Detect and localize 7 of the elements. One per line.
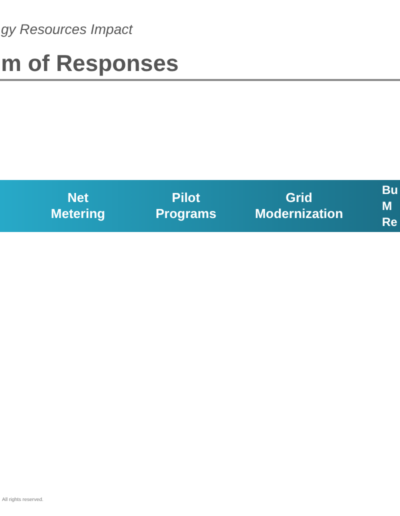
slide-title: m of Responses	[1, 50, 179, 77]
spectrum-band	[0, 180, 400, 232]
segment-label: Net Metering	[43, 190, 113, 222]
segment-label: Bu M Re	[382, 182, 400, 230]
subtitle: gy Resources Impact	[1, 21, 132, 37]
segment-label: Pilot Programs	[151, 190, 221, 222]
segment-label: Grid Modernization	[248, 190, 350, 222]
